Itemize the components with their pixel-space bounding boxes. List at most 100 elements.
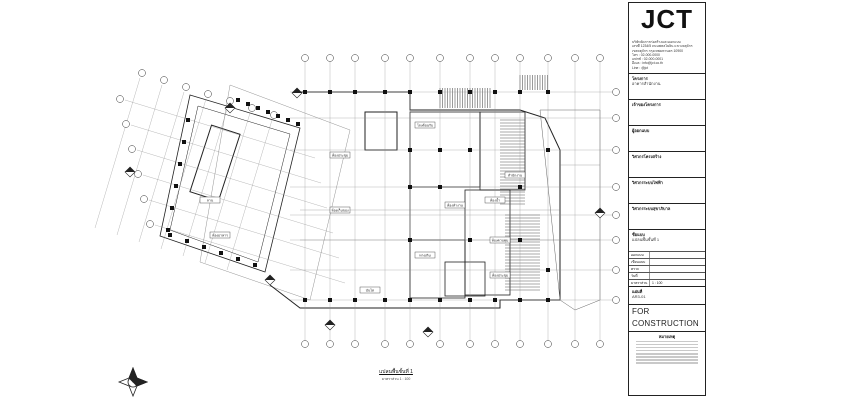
grid-bubbles [116, 54, 620, 348]
column [383, 298, 387, 302]
grid-bubble [612, 211, 620, 219]
column [170, 206, 174, 210]
tb-row: ออกแบบ [629, 251, 705, 259]
company-logo: JCT [640, 4, 694, 34]
column [438, 148, 442, 152]
room-label: บันได [366, 289, 374, 293]
column [246, 102, 250, 106]
room-tag: ห้องประชุม [489, 271, 511, 279]
column [408, 148, 412, 152]
column [253, 263, 257, 267]
for-construction-stamp: FOR CONSTRUCTION [629, 304, 705, 331]
column [546, 298, 550, 302]
room-tag: ห้องอาหาร [209, 231, 231, 239]
room-tag: ห้องเก็บของ [329, 207, 351, 214]
room-label: ห้องทำงาน [447, 204, 464, 208]
column [219, 251, 223, 255]
company-info: บริษัทจัดการก่อสร้างและออกแบบ เลขที่ 123… [629, 39, 705, 73]
column [438, 90, 442, 94]
column [303, 298, 307, 302]
column [518, 185, 522, 189]
grid-bubble [491, 54, 499, 62]
grid-bubble [571, 340, 579, 348]
column [296, 122, 300, 126]
grid-bubble [351, 54, 359, 62]
column [438, 298, 442, 302]
section-marker-icon [422, 326, 434, 338]
contact-line: Line : @jct [632, 65, 649, 70]
tb-section-drawing-title: ชื่อแบบ แปลนพื้นชั้นที่ 1 [629, 229, 705, 251]
grid-bubble [116, 95, 124, 103]
column [328, 298, 332, 302]
grid-bubble [160, 76, 168, 84]
tb-section-structural: วิศวกรโครงสร้าง [629, 151, 705, 177]
column [186, 118, 190, 122]
section-marker-icon [324, 319, 336, 331]
column [236, 257, 240, 261]
column [468, 298, 472, 302]
grid-bubble [301, 340, 309, 348]
column [518, 238, 522, 242]
grid-bubble [381, 54, 389, 62]
contact-line: อีเมล : info@jct.co.th [632, 61, 663, 66]
column [256, 106, 260, 110]
grid-bubble [436, 340, 444, 348]
room-tag: ทางเดิน [414, 251, 436, 259]
grid-bubble [612, 114, 620, 122]
column [408, 185, 412, 189]
column [468, 90, 472, 94]
grid-bubble [612, 266, 620, 274]
tb-notes: หมายเหตุ [629, 331, 705, 375]
column [468, 148, 472, 152]
room-label: โถงต้อนรับ [417, 123, 433, 128]
column [168, 233, 172, 237]
company-line: เลขที่ 1234/5 ถนนพหลโยธิน แขวงจตุจักร [632, 44, 693, 49]
plan-scale: มาตราส่วน 1 : 100 [381, 377, 411, 381]
column [202, 245, 206, 249]
room-label: ห้องเก็บของ [331, 207, 349, 213]
column [546, 268, 550, 272]
room-tag: ห้องประชุม [329, 151, 351, 159]
company-line: บริษัทจัดการก่อสร้างและออกแบบ [632, 40, 681, 44]
room-tag: บันได [359, 286, 381, 294]
contact-line: โทร : 02-000-0000 [632, 52, 660, 57]
grid-bubble [138, 69, 146, 77]
room-tag: สำนักงาน [504, 171, 526, 179]
grid-bubble [612, 88, 620, 96]
grid-bubble [146, 220, 154, 228]
contact-line: แฟกซ์ : 02-000-0001 [632, 57, 663, 62]
column [174, 184, 178, 188]
grid-bubble [544, 340, 552, 348]
tb-row: วันที่ [629, 272, 705, 280]
room-label: ห้องประชุม [332, 154, 348, 159]
grid-bubble [612, 146, 620, 154]
tb-section-sheet: แผ่นที่ AR3-01 [629, 286, 705, 304]
sheet-number: AR3-01 [632, 294, 646, 300]
room-label: ห้องควบคุม [492, 239, 509, 244]
tb-row: มาตราส่วน 1 : 100 [629, 279, 705, 287]
grid-bubble [134, 170, 142, 178]
column [408, 90, 412, 94]
section-marker-icon [291, 87, 303, 99]
column [276, 114, 280, 118]
grid-bubble [596, 340, 604, 348]
column [166, 228, 170, 232]
grid-bubble [571, 54, 579, 62]
column [266, 110, 270, 114]
grid-bubble [436, 54, 444, 62]
column [236, 98, 240, 102]
grid-bubble [122, 120, 130, 128]
grid-bubble [612, 183, 620, 191]
grid-bubble [612, 296, 620, 304]
section-marker-icon [594, 207, 606, 219]
left-wing [159, 84, 351, 301]
column [438, 185, 442, 189]
plan-caption: แปลนพื้นชั้นที่ 1 [379, 369, 413, 375]
grid-bubble [596, 54, 604, 62]
room-label: ลาน [207, 199, 214, 203]
room-label: ห้องประชุม [492, 274, 508, 279]
room-label: สำนักงาน [508, 174, 523, 178]
grid-bubble [128, 145, 136, 153]
